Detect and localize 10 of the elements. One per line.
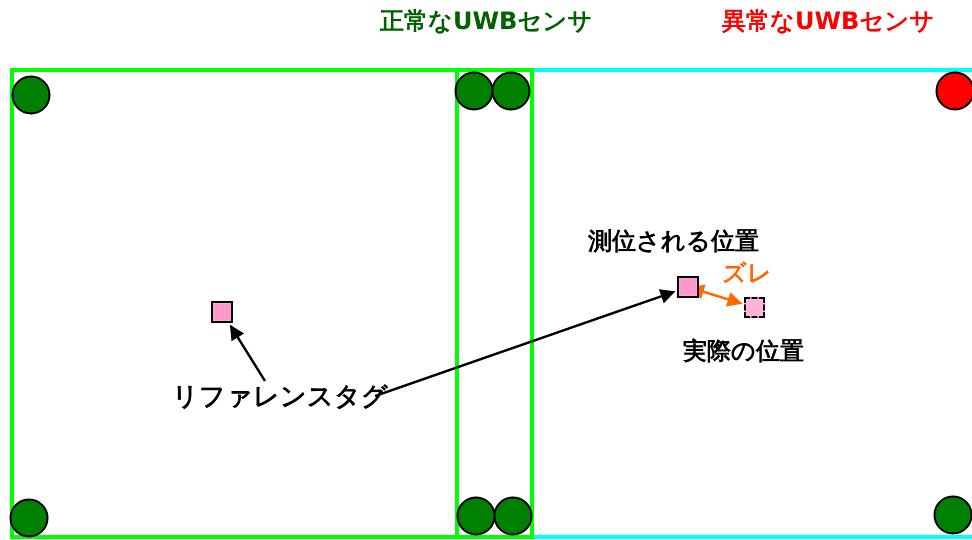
tag-marker <box>211 301 233 323</box>
position-label: 実際の位置 <box>683 339 804 363</box>
tag-marker <box>677 276 699 298</box>
edge-label: ズレ <box>722 261 772 285</box>
arrow <box>374 289 676 398</box>
arrow <box>230 324 266 382</box>
position-label: 測位される位置 <box>588 229 759 253</box>
legend-heading: 正常なUWBセンサ <box>380 9 592 33</box>
actual-position-marker <box>744 297 765 318</box>
legend-heading: 異常なUWBセンサ <box>722 9 934 33</box>
